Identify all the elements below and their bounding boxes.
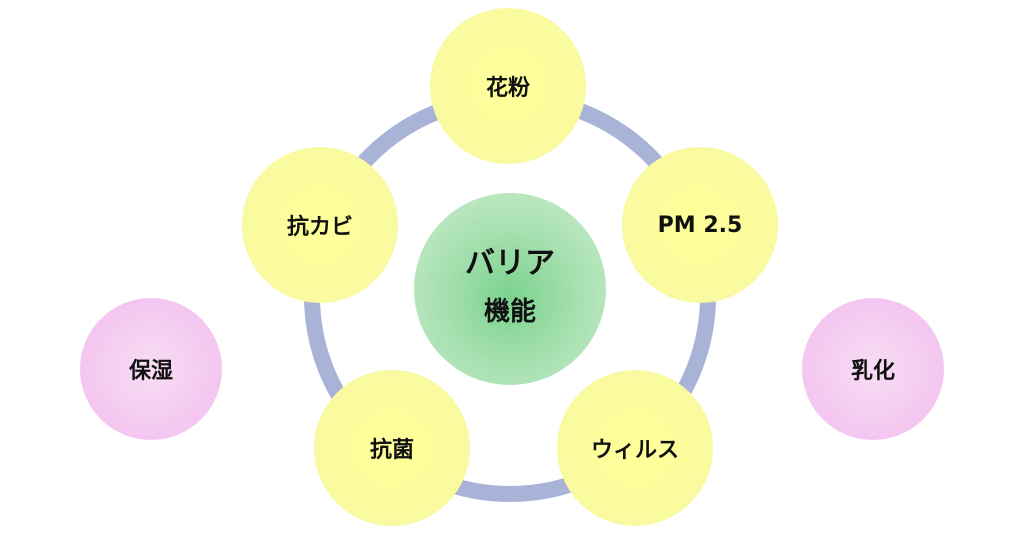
node-label: 花粉 [485,76,530,101]
node-label: 抗カビ [286,215,353,240]
node-label: ウィルス [590,438,679,463]
node-virus: ウィルス [557,370,713,526]
center-subtitle: 機能 [483,297,536,327]
node-antifungal: 抗カビ [242,147,398,303]
node-moisturizing: 保湿 [80,298,222,440]
node-label: 抗菌 [369,438,414,463]
node-pm25: PM 2.5 [622,147,778,303]
center-title: バリア [465,246,555,281]
node-emulsification: 乳化 [802,298,944,440]
node-label: 保湿 [128,359,173,384]
node-label: 乳化 [850,359,895,384]
node-pollen: 花粉 [430,8,586,164]
center-node: バリア 機能 [414,193,606,385]
node-antibacterial: 抗菌 [314,370,470,526]
node-label: PM 2.5 [657,212,743,238]
